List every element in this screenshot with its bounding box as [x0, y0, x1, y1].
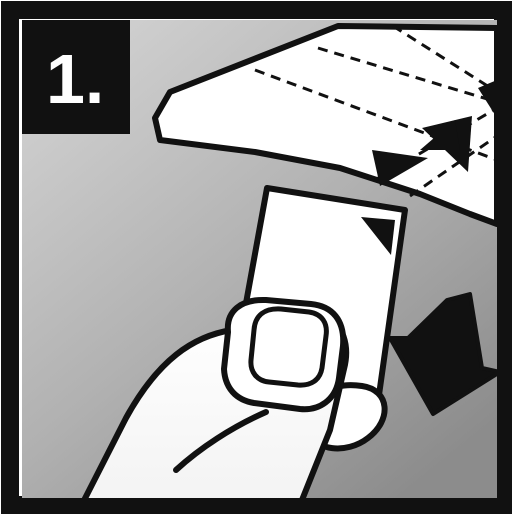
- step-label: 1.: [46, 40, 104, 118]
- step-badge: 1.: [22, 20, 130, 134]
